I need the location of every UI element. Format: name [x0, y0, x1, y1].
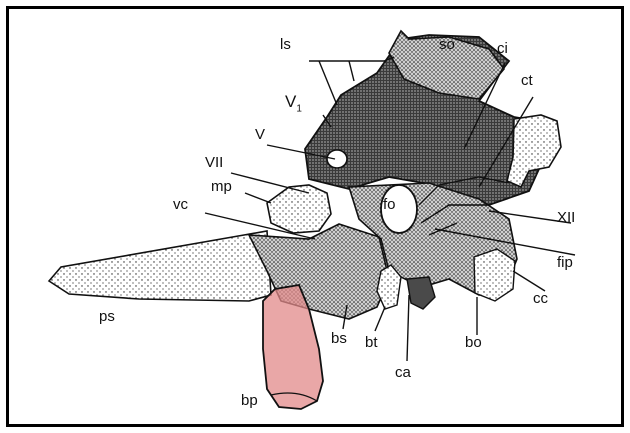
- carotid-notch: [407, 277, 435, 309]
- label-ls: ls: [280, 37, 291, 52]
- mp-process: [267, 185, 331, 233]
- trigeminal-foramen: [327, 150, 347, 168]
- label-ps: ps: [99, 309, 115, 324]
- label-vii: VII: [205, 155, 223, 170]
- parasphenoid-process: [49, 231, 271, 301]
- figure-frame: ls so ci ct V1 V VII mp vc fo XII fip cc…: [6, 6, 624, 427]
- label-ct: ct: [521, 73, 533, 88]
- label-v1: V1: [285, 93, 302, 114]
- label-ca: ca: [395, 365, 411, 380]
- label-so: so: [439, 37, 455, 52]
- label-mp: mp: [211, 179, 232, 194]
- label-vc: vc: [173, 197, 188, 212]
- label-cc: cc: [533, 291, 548, 306]
- label-fo: fo: [383, 197, 396, 212]
- label-ci: ci: [497, 41, 508, 56]
- label-bp: bp: [241, 393, 258, 408]
- label-bs: bs: [331, 331, 347, 346]
- label-bt: bt: [365, 335, 378, 350]
- label-fip: fip: [557, 255, 573, 270]
- basal-tubera: [377, 265, 401, 309]
- label-bo: bo: [465, 335, 482, 350]
- label-v: V: [255, 127, 265, 142]
- label-xii: XII: [557, 210, 575, 225]
- occipital-condyle: [474, 249, 515, 301]
